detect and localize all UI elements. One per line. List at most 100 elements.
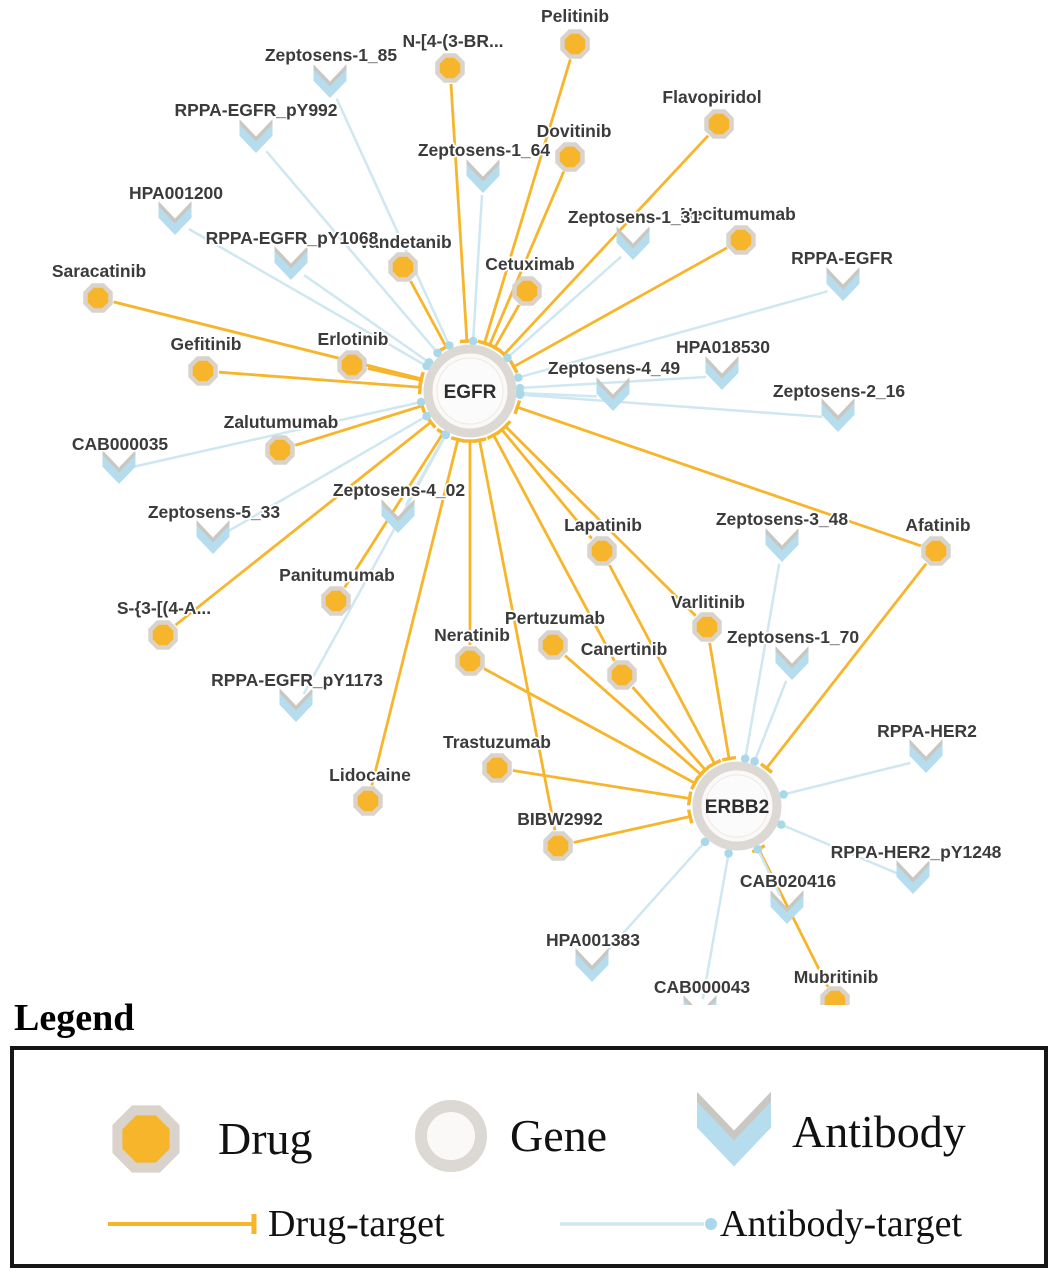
antibody-legend-icon (697, 1091, 771, 1167)
drug-node-label: Erlotinib (318, 329, 389, 349)
antibody-node[interactable] (381, 499, 415, 533)
drug-node-label: Varlitinib (671, 592, 745, 612)
antibody-chevron-icon (909, 744, 943, 773)
antibody-node[interactable] (274, 246, 308, 280)
gene-legend-icon (415, 1100, 487, 1172)
antibody-node[interactable] (196, 520, 230, 554)
drug-octagon-icon (388, 252, 418, 282)
antibody-chevron-icon (765, 533, 799, 562)
drug-node[interactable] (321, 586, 351, 616)
antibody-target-edge (134, 400, 422, 468)
drug-node[interactable] (188, 356, 218, 386)
antibody-node-label: Zeptosens-1_64 (418, 140, 551, 160)
antibody-target-dot (424, 358, 434, 367)
antibody-node[interactable] (575, 948, 609, 982)
drug-node[interactable] (512, 276, 542, 306)
drug-node[interactable] (555, 142, 585, 172)
nodes-layer: EGFR ERBB2 (83, 29, 951, 1006)
drug-node[interactable] (921, 536, 951, 566)
antibody-node-label: CAB000043 (654, 977, 751, 997)
drug-target-edge (757, 848, 830, 988)
antibody-node[interactable] (279, 688, 313, 722)
drug-target-edge (343, 432, 445, 589)
antibody-chevron-icon (683, 1000, 717, 1005)
drug-node[interactable] (83, 283, 113, 313)
legend-drug-label: Drug (218, 1113, 313, 1164)
drug-node-label: S-{3-[(4-A... (117, 598, 211, 618)
antibody-node[interactable] (102, 450, 136, 484)
antibody-node-label: Zeptosens-2_16 (773, 381, 906, 401)
antibody-node[interactable] (705, 356, 739, 390)
drug-node-label: BIBW2992 (517, 809, 603, 829)
antibody-chevron-icon (596, 382, 630, 411)
drug-node[interactable] (543, 831, 573, 861)
drug-node[interactable] (353, 786, 383, 816)
antibody-target-dot (445, 341, 454, 350)
drug-node[interactable] (607, 660, 637, 690)
antibody-node[interactable] (616, 226, 650, 260)
drug-node[interactable] (148, 620, 178, 650)
drug-target-edge (708, 642, 731, 759)
drug-node[interactable] (820, 986, 850, 1006)
drug-node[interactable] (455, 646, 485, 676)
drug-node-label: Pelitinib (541, 6, 609, 26)
drug-target-tee (450, 436, 466, 443)
antibody-node[interactable] (770, 890, 804, 924)
drug-octagon-icon (482, 753, 512, 783)
drug-octagon-icon (337, 350, 367, 380)
drug-node[interactable] (726, 225, 756, 255)
drug-node-label: Flavopiridol (662, 87, 761, 107)
drug-target-tee (721, 755, 737, 762)
drug-target-tee (418, 373, 425, 388)
drug-octagon-icon (265, 435, 295, 465)
antibody-node[interactable] (821, 398, 855, 432)
drug-node[interactable] (337, 350, 367, 380)
drug-target-edge (370, 439, 460, 786)
drug-octagon-icon (726, 225, 756, 255)
drug-node[interactable] (560, 29, 590, 59)
antibody-node[interactable] (775, 646, 809, 680)
antibody-chevron-icon (616, 231, 650, 260)
antibody-node[interactable] (896, 860, 930, 894)
antibody-node[interactable] (313, 64, 347, 98)
drug-node[interactable] (388, 252, 418, 282)
antibody-node[interactable] (826, 267, 860, 301)
drug-node[interactable] (692, 612, 722, 642)
drug-node[interactable] (704, 109, 734, 139)
drug-target-edge (608, 564, 716, 765)
antibody-target-dot (433, 348, 442, 358)
drug-target-tee (698, 764, 712, 776)
antibody-node[interactable] (466, 159, 500, 193)
drug-node[interactable] (538, 630, 568, 660)
drug-node[interactable] (482, 753, 512, 783)
antibody-target-dot (705, 1218, 717, 1230)
drug-node[interactable] (587, 536, 617, 566)
antibody-chevron-icon (705, 361, 739, 390)
drug-node[interactable] (265, 435, 295, 465)
drug-target-edge (493, 304, 521, 349)
antibody-node[interactable] (239, 119, 273, 153)
drug-node[interactable] (435, 53, 465, 83)
antibody-node-label: RPPA-HER2_pY1248 (831, 842, 1002, 862)
edges-layer (113, 58, 928, 1000)
drug-octagon-icon (353, 786, 383, 816)
antibody-node[interactable] (765, 528, 799, 562)
drug-node-label: Saracatinib (52, 261, 146, 281)
gene-node-egfr[interactable]: EGFR (423, 344, 517, 438)
antibody-node[interactable] (158, 201, 192, 235)
antibody-node[interactable] (909, 739, 943, 773)
drug-target-edge (512, 769, 690, 800)
antibody-chevron-icon (102, 455, 136, 484)
drug-octagon-icon (543, 831, 573, 861)
antibody-node[interactable] (596, 377, 630, 411)
antibody-target-edge (519, 393, 823, 419)
gene-node-erbb2[interactable]: ERBB2 (692, 761, 782, 851)
antibody-target-dot (724, 849, 733, 858)
drug-target-edge (500, 428, 593, 540)
antibody-node[interactable] (683, 995, 717, 1005)
antibody-target-edge (701, 853, 730, 1000)
drug-target-edge (449, 83, 469, 342)
drug-octagon-icon (555, 142, 585, 172)
drug-target-edge (367, 367, 422, 382)
